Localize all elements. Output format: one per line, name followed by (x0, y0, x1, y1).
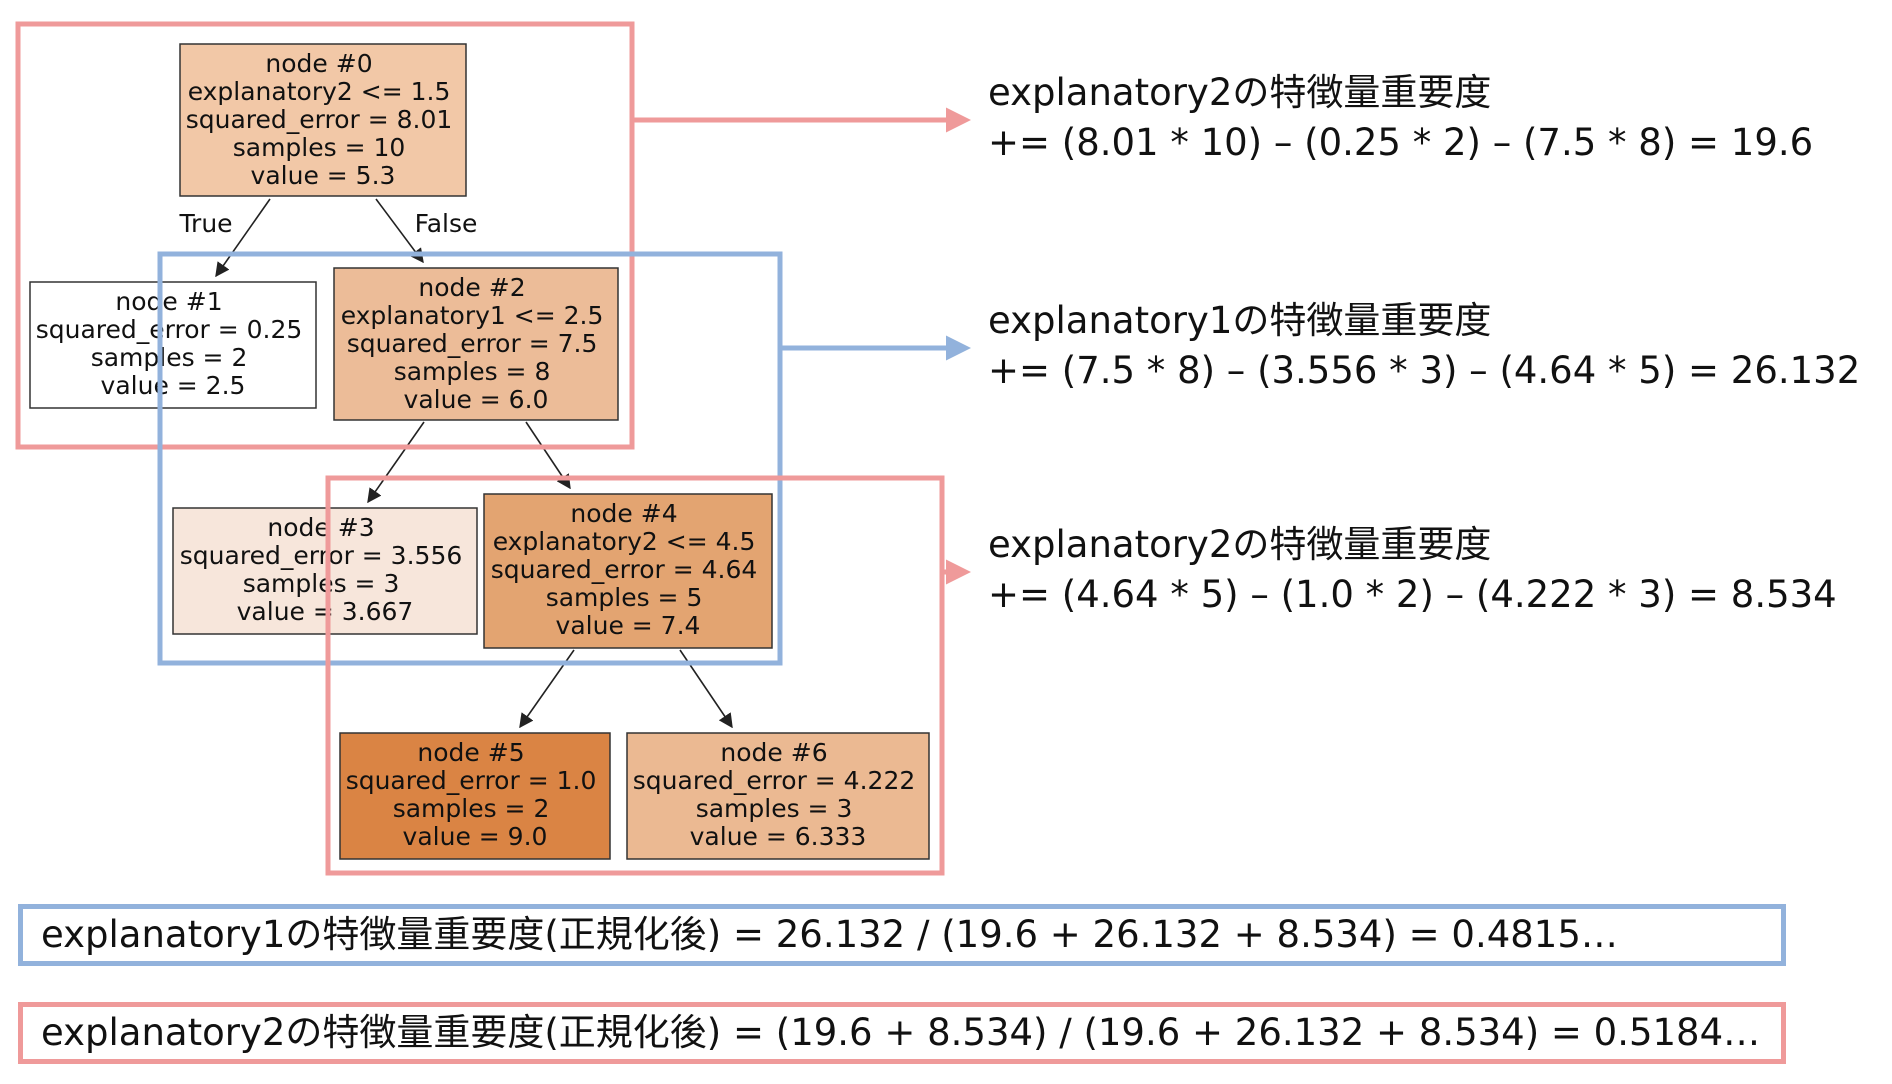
node-0-line-1: explanatory2 <= 1.5 (188, 77, 451, 106)
summary-2-text: explanatory2の特徴量重要度(正規化後) = (19.6 + 8.53… (41, 1011, 1761, 1054)
node-5-line-1: squared_error = 1.0 (346, 766, 597, 795)
node-1-line-3: value = 2.5 (101, 371, 246, 400)
node-5-line-0: node #5 (417, 738, 524, 767)
tree-node-0: node #0 explanatory2 <= 1.5 squared_erro… (179, 43, 467, 197)
summary-normalized-explanatory2: explanatory2の特徴量重要度(正規化後) = (19.6 + 8.53… (18, 1002, 1786, 1064)
svg-text:node #2 explanatory1 <=: node #2 explanatory1 <= 2.5 squared_erro… (341, 273, 612, 414)
node-0-line-3: samples = 10 (233, 133, 406, 162)
highlight-box-node2 (157, 251, 783, 666)
node-0-line-0: node #0 (265, 49, 372, 78)
node-0-line-4: value = 5.3 (251, 161, 396, 190)
node-1-line-1: squared_error = 0.25 (36, 315, 303, 344)
svg-text:node #3 squared_error =: node #3 squared_error = 3.556 samples = … (180, 513, 470, 626)
tree-node-1: node #1 squared_error = 0.25 samples = 2… (29, 281, 317, 409)
node-2-line-2: squared_error = 7.5 (347, 329, 598, 358)
node-4-line-1: explanatory2 <= 4.5 (493, 527, 756, 556)
node-4-line-2: squared_error = 4.64 (491, 555, 758, 584)
svg-text:node #4 explanatory2 <=: node #4 explanatory2 <= 4.5 squared_erro… (491, 499, 766, 640)
svg-text:node #1 squared_error =: node #1 squared_error = 0.25 samples = 2… (36, 287, 311, 400)
node-2-line-3: samples = 8 (394, 357, 551, 386)
node-3-line-3: value = 3.667 (237, 597, 414, 626)
formula-2-expression: += (7.5 * 8) – (3.556 * 3) – (4.64 * 5) … (988, 349, 1861, 392)
formula-2-title: explanatory1の特徴量重要度 (988, 299, 1492, 342)
formula-1-title: explanatory2の特徴量重要度 (988, 71, 1492, 114)
node-4-line-0: node #4 (570, 499, 677, 528)
tree-node-4: node #4 explanatory2 <= 4.5 squared_erro… (483, 493, 773, 649)
node-6-line-0: node #6 (720, 738, 827, 767)
formula-3-title: explanatory2の特徴量重要度 (988, 523, 1492, 566)
summary-1-text: explanatory1の特徴量重要度(正規化後) = 26.132 / (19… (41, 913, 1618, 956)
formula-block-1: explanatory2の特徴量重要度 += (8.01 * 10) – (0.… (988, 68, 1813, 168)
tree-node-2: node #2 explanatory1 <= 2.5 squared_erro… (333, 267, 619, 421)
edge-label-true: True (178, 209, 232, 238)
formula-1-expression: += (8.01 * 10) – (0.25 * 2) – (7.5 * 8) … (988, 121, 1814, 164)
node-2-line-0: node #2 (418, 273, 525, 302)
node-4-line-4: value = 7.4 (556, 611, 701, 640)
formula-3-expression: += (4.64 * 5) – (1.0 * 2) – (4.222 * 3) … (988, 573, 1837, 616)
node-5-line-3: value = 9.0 (403, 822, 548, 851)
node-6-line-2: samples = 3 (696, 794, 853, 823)
node-2-line-1: explanatory1 <= 2.5 (341, 301, 604, 330)
node-6-line-1: squared_error = 4.222 (633, 766, 915, 795)
highlight-box-node0 (15, 21, 635, 450)
svg-text:node #5 squared_error =: node #5 squared_error = 1.0 samples = 2 … (346, 738, 605, 851)
formula-block-3: explanatory2の特徴量重要度 += (4.64 * 5) – (1.0… (988, 520, 1837, 620)
svg-text:node #0 explanatory2 <=: node #0 explanatory2 <= 1.5 squared_erro… (186, 49, 461, 190)
formula-block-2: explanatory1の特徴量重要度 += (7.5 * 8) – (3.55… (988, 296, 1860, 396)
node-3-line-2: samples = 3 (243, 569, 400, 598)
node-1-line-0: node #1 (115, 287, 222, 316)
node-0-line-2: squared_error = 8.01 (186, 105, 453, 134)
node-5-line-2: samples = 2 (393, 794, 550, 823)
tree-node-5: node #5 squared_error = 1.0 samples = 2 … (339, 732, 611, 860)
tree-node-6: node #6 squared_error = 4.222 samples = … (626, 732, 930, 860)
node-2-line-4: value = 6.0 (404, 385, 549, 414)
node-1-line-2: samples = 2 (91, 343, 248, 372)
highlight-box-node4 (325, 475, 945, 876)
node-3-line-0: node #3 (267, 513, 374, 542)
edge-2-3 (367, 421, 425, 504)
node-4-line-3: samples = 5 (546, 583, 703, 612)
summary-normalized-explanatory1: explanatory1の特徴量重要度(正規化後) = 26.132 / (19… (18, 904, 1786, 966)
node-3-line-1: squared_error = 3.556 (180, 541, 462, 570)
tree-node-3: node #3 squared_error = 3.556 samples = … (172, 507, 478, 635)
edge-label-false: False (415, 209, 478, 238)
svg-text:node #6 squared_error =: node #6 squared_error = 4.222 samples = … (633, 738, 923, 851)
node-6-line-3: value = 6.333 (690, 822, 867, 851)
edge-0-1 (215, 198, 271, 278)
